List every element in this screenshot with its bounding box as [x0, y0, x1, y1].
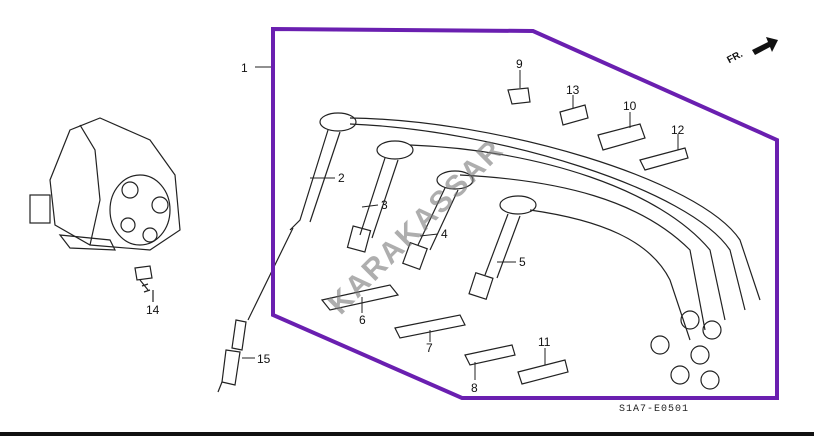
callout-3: 3 [381, 198, 388, 212]
distributor [29, 117, 181, 251]
callout-12: 12 [671, 123, 685, 137]
drawing-code: S1A7-E0501 [619, 404, 690, 415]
callout-2: 2 [338, 171, 345, 185]
callout-14: 14 [146, 303, 160, 317]
callout-7: 7 [426, 341, 433, 355]
plug-boots [289, 112, 537, 300]
callout-6: 6 [359, 313, 366, 327]
callout-11: 11 [538, 335, 551, 349]
bolt [134, 265, 154, 302]
callout-1: 1 [241, 61, 248, 75]
callout-9: 9 [516, 57, 523, 71]
callout-10: 10 [623, 99, 637, 113]
clamps [320, 87, 689, 385]
bottom-border [0, 432, 814, 436]
callout-13: 13 [566, 83, 580, 97]
callout-15: 15 [257, 352, 271, 366]
spark-plug [217, 227, 294, 393]
callout-4: 4 [441, 227, 448, 241]
highlight-outline [271, 26, 779, 400]
leader-lines [152, 66, 679, 380]
callout-8: 8 [471, 381, 478, 395]
callout-5: 5 [519, 255, 526, 269]
ignition-wires [349, 117, 761, 390]
front-arrow-icon [752, 37, 778, 55]
